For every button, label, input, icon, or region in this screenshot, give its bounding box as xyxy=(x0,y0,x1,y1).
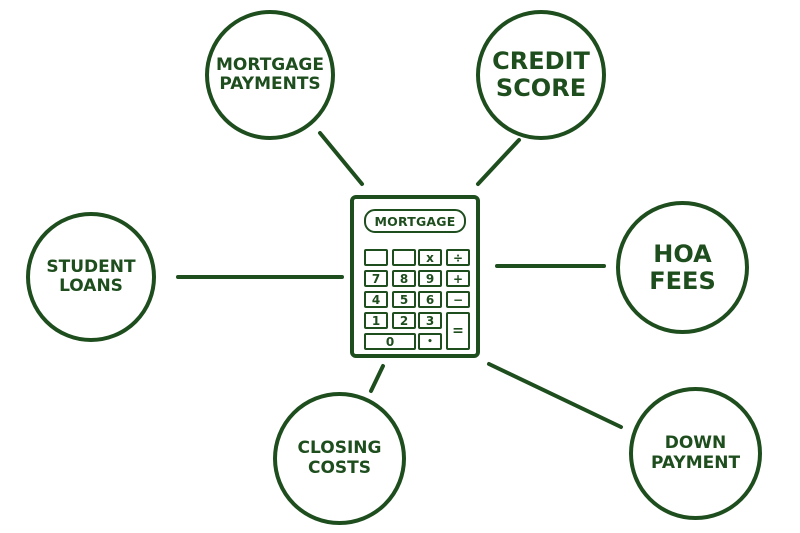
node-hoa-fees: HOA FEES xyxy=(616,201,749,334)
calculator-key-dot: • xyxy=(418,333,442,350)
calculator-key-5: 5 xyxy=(392,291,416,308)
calculator-key-divide: ÷ xyxy=(446,249,470,266)
calculator-key-8: 8 xyxy=(392,270,416,287)
node-label-line1: CREDIT xyxy=(492,47,590,76)
calculator-key-equals: = xyxy=(446,312,470,350)
node-label-line2: COSTS xyxy=(307,457,371,478)
calculator-display: MORTGAGE xyxy=(364,209,466,233)
node-mortgage-payments: MORTGAGE PAYMENTS xyxy=(205,10,335,140)
node-label-line2: SCORE xyxy=(495,74,587,102)
connector-mortgage-payments xyxy=(318,131,364,186)
node-label-line2: LOANS xyxy=(59,276,123,296)
node-credit-score: CREDIT SCORE xyxy=(476,10,606,140)
connector-credit-score xyxy=(476,138,521,186)
node-label-line1: HOA xyxy=(653,239,712,268)
calculator-key-blank xyxy=(392,249,416,266)
calculator-key-3: 3 xyxy=(418,312,442,329)
calculator-key-multiply: x xyxy=(418,249,442,266)
node-label-line1: MORTGAGE xyxy=(216,54,324,75)
calculator-key-blank xyxy=(364,249,388,266)
calculator-key-minus: − xyxy=(446,291,470,308)
calculator-key-7: 7 xyxy=(364,270,388,287)
node-down-payment: DOWN PAYMENT xyxy=(629,387,762,520)
calculator-key-4: 4 xyxy=(364,291,388,308)
calculator-key-plus: + xyxy=(446,270,470,287)
connector-down-payment xyxy=(487,362,623,429)
node-label-line2: PAYMENTS xyxy=(219,74,321,94)
connector-closing-costs xyxy=(369,364,385,393)
node-label-line2: FEES xyxy=(649,266,716,295)
node-student-loans: STUDENT LOANS xyxy=(26,212,156,342)
node-label-line2: PAYMENT xyxy=(650,452,741,473)
node-label-line1: STUDENT xyxy=(46,256,136,277)
calculator-key-2: 2 xyxy=(392,312,416,329)
calculator-icon: MORTGAGE x ÷ 7 8 9 + 4 5 6 − 1 2 3 = 0 • xyxy=(350,195,480,358)
node-label-line1: CLOSING xyxy=(297,438,382,459)
node-label-line1: DOWN xyxy=(664,433,727,454)
node-closing-costs: CLOSING COSTS xyxy=(273,392,406,525)
calculator-key-6: 6 xyxy=(418,291,442,308)
calculator-key-1: 1 xyxy=(364,312,388,329)
calculator-key-9: 9 xyxy=(418,270,442,287)
calculator-key-0: 0 xyxy=(364,333,416,350)
